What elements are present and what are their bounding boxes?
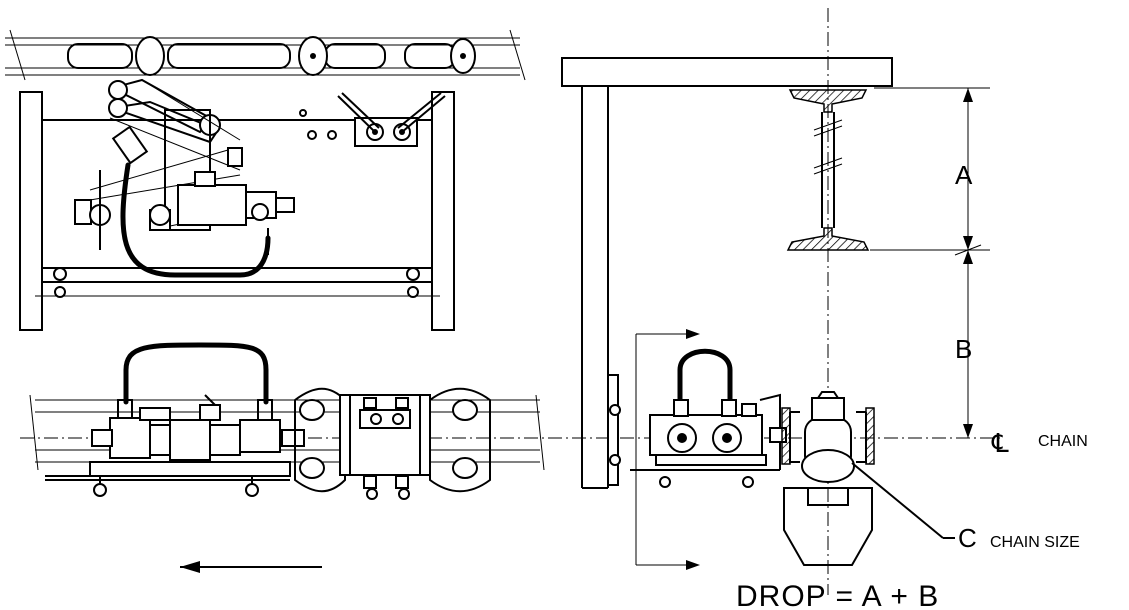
plan-view <box>5 29 526 331</box>
top-plate <box>561 57 893 87</box>
end-valve <box>630 348 787 488</box>
chain-centerline-label: ℄ CHAIN <box>991 428 1088 458</box>
chain-label: CHAIN <box>1038 433 1088 450</box>
vertical-support <box>581 86 621 489</box>
dim-c-label: C <box>958 523 977 553</box>
arrow-left-icon <box>180 561 322 573</box>
plan-guide-bracket <box>299 92 446 147</box>
plan-hose <box>120 162 271 278</box>
drop-formula: DROP = A + B <box>736 580 939 610</box>
side-base-plate <box>45 461 291 497</box>
plan-valve <box>74 109 295 255</box>
section-markers <box>635 329 700 570</box>
i-beam <box>786 89 870 251</box>
chain-centerline-symbol: ℄ <box>991 428 1009 458</box>
chain-size-callout: C CHAIN SIZE <box>958 523 1080 553</box>
side-trolley <box>294 387 491 500</box>
side-view <box>20 342 1000 573</box>
dim-a-label: A <box>955 160 973 190</box>
plan-frame <box>19 91 455 331</box>
end-view: A B ℄ CHAIN C CHAIN SIZE DROP = A + B <box>561 8 1088 610</box>
side-valve <box>91 394 305 461</box>
chain-size-label: CHAIN SIZE <box>990 534 1080 551</box>
side-hose <box>123 342 269 405</box>
dimension-lines <box>870 87 990 438</box>
plan-chain-track <box>5 29 526 81</box>
chain-size-leader <box>851 462 944 539</box>
chain-trolley <box>781 391 875 566</box>
dim-b-label: B <box>955 334 972 364</box>
